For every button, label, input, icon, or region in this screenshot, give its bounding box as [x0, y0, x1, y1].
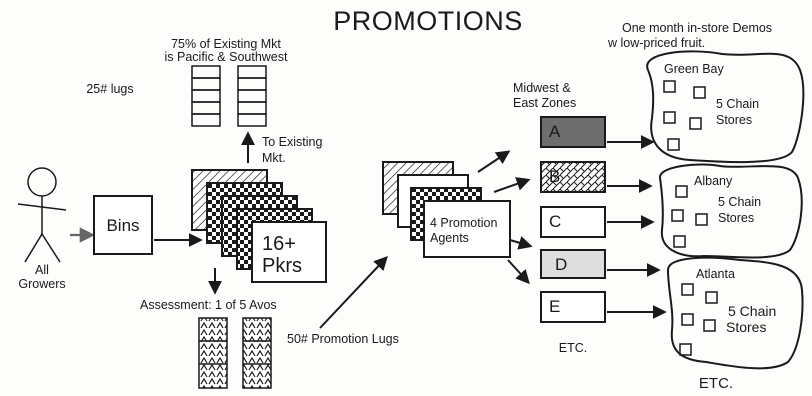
zones-label-line1: Midwest & [513, 81, 571, 95]
existing-market-line1: 75% of Existing Mkt [171, 37, 281, 51]
zones-to-cities-arrows [607, 135, 667, 319]
demos-line2: w low-priced fruit. [607, 36, 705, 50]
cities-etc: ETC. [699, 375, 733, 392]
city-stores-line2-atlanta: Stores [726, 319, 766, 335]
zone-box-b [540, 161, 606, 193]
city-region-green-bay [646, 50, 805, 164]
city-region-atlanta [666, 256, 804, 370]
packers-stack [191, 169, 327, 283]
packers-label-line1: 16+ [262, 233, 296, 255]
assessment-label: Assessment: 1 of 5 Avos [140, 298, 277, 312]
zone-letter-e: E [549, 297, 560, 316]
growers-figure [17, 167, 67, 263]
store-squares-albany [671, 185, 708, 248]
city-name-albany: Albany [694, 174, 733, 188]
zone-letter-b: B [549, 167, 560, 186]
growers-label-line1: All [35, 263, 49, 277]
zone-box-d [540, 249, 606, 279]
lugs-25-label: 25# lugs [86, 82, 133, 96]
city-name-green-bay: Green Bay [664, 62, 725, 76]
growers-label-line2: Growers [18, 277, 65, 291]
store-squares-green-bay [663, 80, 706, 151]
existing-market-line2: is Pacific & Southwest [165, 50, 288, 64]
zone-letter-c: C [549, 212, 561, 231]
demos-line1: One month in-store Demos [622, 21, 772, 35]
zones-etc: ETC. [559, 341, 587, 355]
zone-box-e [540, 291, 606, 323]
zone-letter-a: A [549, 122, 561, 141]
city-region-albany [659, 163, 803, 259]
bins-label: Bins [106, 216, 139, 235]
city-stores-line1-albany: 5 Chain [718, 195, 761, 209]
city-stores-line2-green-bay: Stores [716, 113, 752, 127]
store-squares-atlanta [679, 283, 718, 356]
agents-to-zones-arrows [477, 150, 533, 285]
agents-label-line2: Agents [430, 231, 469, 245]
bins-box [93, 195, 153, 255]
zone-letter-d: D [555, 255, 567, 274]
to-existing-market-line1: To Existing [262, 135, 322, 149]
agents-box [423, 200, 511, 258]
city-name-atlanta: Atlanta [696, 267, 735, 281]
promotion-lugs-arrow [319, 255, 388, 329]
to-existing-market-line2: Mkt. [262, 151, 286, 165]
agents-stack [382, 161, 511, 258]
city-stores-line2-albany: Stores [718, 211, 754, 225]
zone-box-a [540, 116, 606, 148]
agents-label-line1: 4 Promotion [430, 216, 497, 230]
zones-label-line2: East Zones [513, 96, 576, 110]
assessment-lug-stacks [198, 317, 272, 389]
zone-box-c [540, 206, 606, 238]
page-title: PROMOTIONS [333, 6, 523, 36]
packers-label-line2: Pkrs [262, 255, 302, 277]
packers-box [251, 221, 327, 283]
lugs-25-stacks [191, 65, 267, 127]
city-stores-line1-green-bay: 5 Chain [716, 97, 759, 111]
promotion-lugs-label: 50# Promotion Lugs [287, 332, 399, 346]
city-stores-line1-atlanta: 5 Chain [728, 303, 776, 319]
